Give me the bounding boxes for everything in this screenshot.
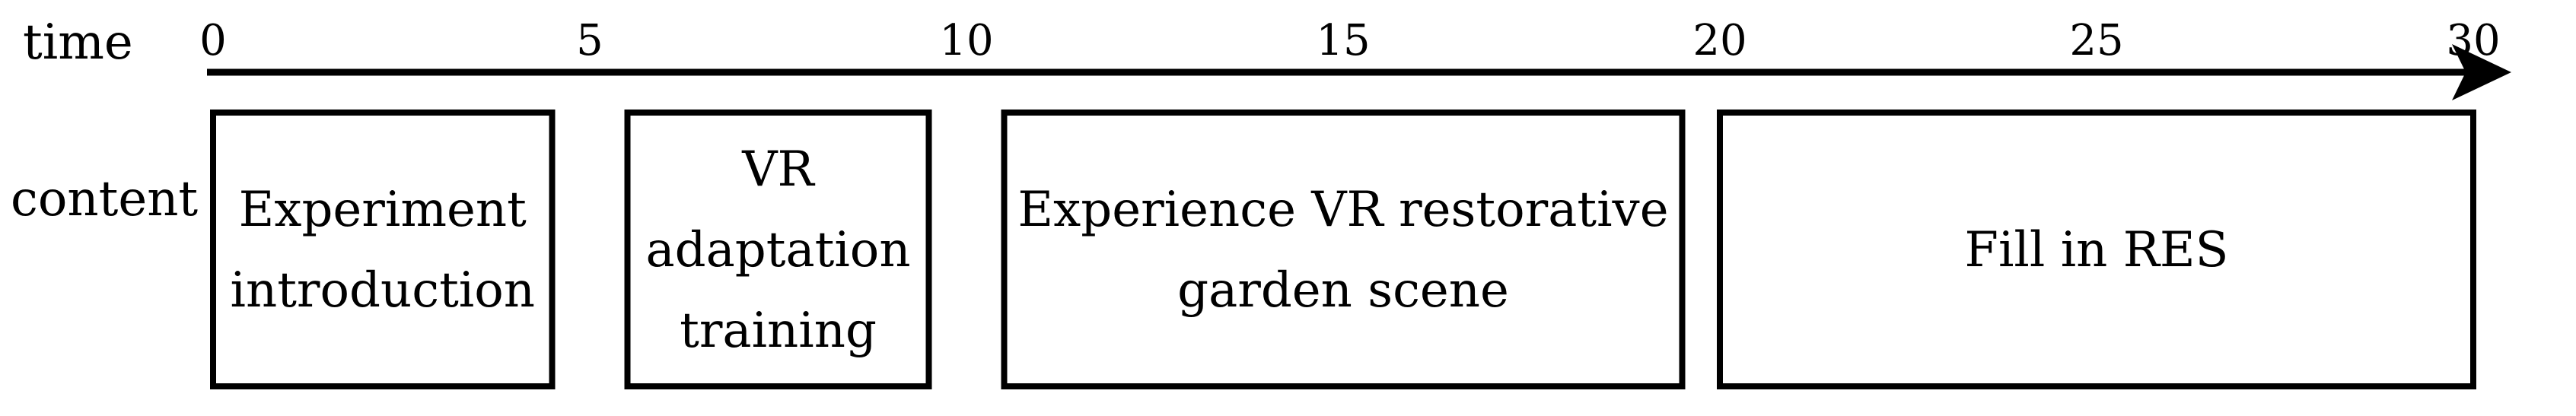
phase-2: VR adaptation training <box>624 110 932 389</box>
phase-text-line: garden scene <box>1177 262 1509 319</box>
phase-text-line: Experiment <box>239 182 527 238</box>
time-axis-ticks: 0 5 10 15 20 25 30 <box>199 16 2500 65</box>
phase-box <box>210 110 556 389</box>
tick-label-10: 10 <box>939 16 993 65</box>
phase-text-line: training <box>680 303 877 359</box>
phase-text-line: Fill in RES <box>1965 222 2229 278</box>
content-row-label: content <box>11 171 198 227</box>
tick-label-5: 5 <box>576 16 603 65</box>
phase-box <box>1001 110 1686 389</box>
tick-label-20: 20 <box>1692 16 1747 65</box>
tick-label-15: 15 <box>1316 16 1370 65</box>
phase-boxes: Experiment introduction VR adaptation traini… <box>210 110 2476 389</box>
phase-box <box>624 110 932 389</box>
phase-4: Fill in RES <box>1717 110 2476 389</box>
time-axis-arrowhead <box>2452 44 2511 100</box>
phase-text-line: Experience VR restorative <box>1017 182 1668 238</box>
phase-1: Experiment introduction <box>210 110 556 389</box>
phase-text-line: VR <box>741 141 815 198</box>
phase-3: Experience VR restorative garden scene <box>1001 110 1686 389</box>
tick-label-0: 0 <box>199 16 227 65</box>
time-row-label: time <box>23 14 133 71</box>
phase-box <box>1717 110 2476 389</box>
phase-text-line: adaptation <box>645 222 910 278</box>
tick-label-30: 30 <box>2446 16 2500 65</box>
phase-text-line: introduction <box>231 262 536 319</box>
tick-label-25: 25 <box>2069 16 2123 65</box>
